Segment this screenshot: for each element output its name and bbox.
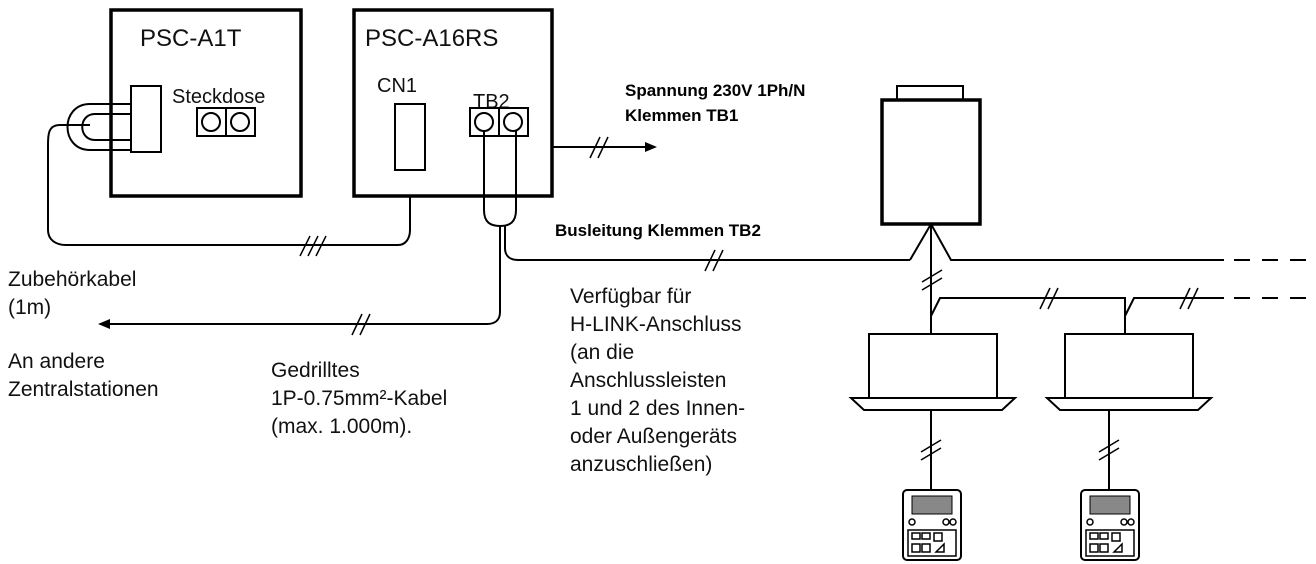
bus-line-label: Busleitung Klemmen TB2 [555, 221, 761, 240]
hlink-note-line: Anschlussleisten [570, 369, 726, 392]
twisted-cable-line: 1P-0.75mm²-Kabel [271, 387, 447, 410]
remote-control-icon [1080, 489, 1140, 561]
accessory-cable-label-line1: Zubehörkabel [8, 268, 136, 291]
hlink-note-line: oder Außengeräts [570, 425, 737, 448]
outdoor-unit-icon [880, 85, 982, 226]
cn1-connector [394, 103, 426, 171]
power-label-line2: Klemmen TB1 [625, 106, 738, 125]
cassette-indoor-unit-icon [848, 333, 1018, 411]
hlink-note-line: 1 und 2 des Innen- [570, 397, 745, 420]
psc-a1t-title: PSC-A1T [140, 25, 242, 52]
outdoor-bus-wiring [909, 221, 1306, 334]
twisted-cable-line: (max. 1.000m). [271, 415, 412, 438]
power-label-line1: Spannung 230V 1Ph/N [625, 81, 805, 100]
remote-wiring [920, 410, 1120, 490]
power-supply-arrow [553, 136, 657, 159]
tb2-bus-wiring [98, 131, 910, 336]
cassette-indoor-unit-icon [1044, 333, 1214, 411]
plug-cable-loops [47, 103, 411, 257]
hlink-note: Verfügbar für H-LINK-Anschluss (an die A… [570, 285, 745, 476]
twisted-cable-note: Gedrilltes 1P-0.75mm²-Kabel (max. 1.000m… [271, 359, 447, 438]
plug-connector [130, 85, 162, 153]
accessory-cable-label-line2: (1m) [8, 296, 51, 319]
hlink-note-line: Verfügbar für [570, 285, 691, 308]
hlink-note-line: H-LINK-Anschluss [570, 313, 742, 336]
hlink-note-line: (an die [570, 341, 634, 364]
other-stations-label-line1: An andere [8, 350, 105, 373]
remote-control-icon [902, 489, 962, 561]
twisted-cable-line: Gedrilltes [271, 359, 360, 382]
tb2-terminal-icon [469, 107, 529, 137]
psc-a1t-unit: PSC-A1T Steckdose [109, 8, 303, 198]
psc-a16rs-unit: PSC-A16RS CN1 TB2 [352, 8, 554, 198]
cn1-label: CN1 [377, 75, 417, 97]
hlink-note-line: anzuschließen) [570, 453, 712, 476]
psc-a16rs-title: PSC-A16RS [365, 25, 498, 52]
socket-terminal-icon [196, 107, 256, 137]
cable-hash-marks [299, 235, 327, 257]
other-stations-label-line2: Zentralstationen [8, 378, 159, 401]
tb2-label: TB2 [473, 91, 510, 113]
psc-a16rs-box [352, 8, 554, 198]
socket-label: Steckdose [172, 86, 265, 108]
